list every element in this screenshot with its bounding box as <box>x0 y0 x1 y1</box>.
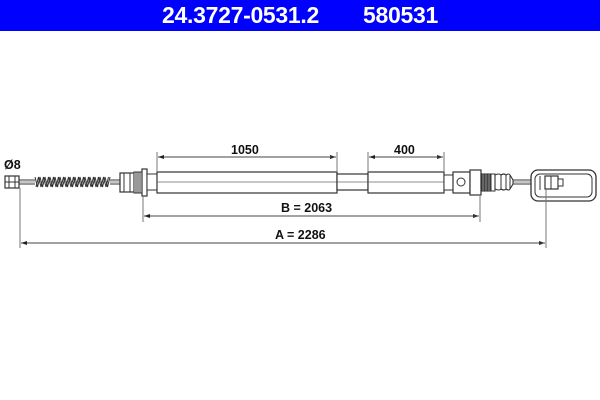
left-fitting <box>119 168 158 197</box>
left-end-nut <box>4 175 20 189</box>
spring <box>34 176 111 188</box>
reference-number: 580531 <box>363 2 438 28</box>
part-number: 24.3727-0531.2 <box>162 2 319 28</box>
right-end-eyelet <box>530 169 597 202</box>
sheath-section-1050 <box>156 171 338 194</box>
title-bar: 24.3727-0531.2 580531 <box>0 0 600 31</box>
right-fitting <box>452 169 514 196</box>
diameter-label: Ø8 <box>4 158 21 172</box>
dim-label-a: A = 2286 <box>275 228 326 242</box>
dim-label-b: B = 2063 <box>281 201 333 215</box>
dim-label-1050: 1050 <box>231 143 259 157</box>
dim-label-400: 400 <box>394 143 415 157</box>
sheath-section-400 <box>367 171 445 194</box>
